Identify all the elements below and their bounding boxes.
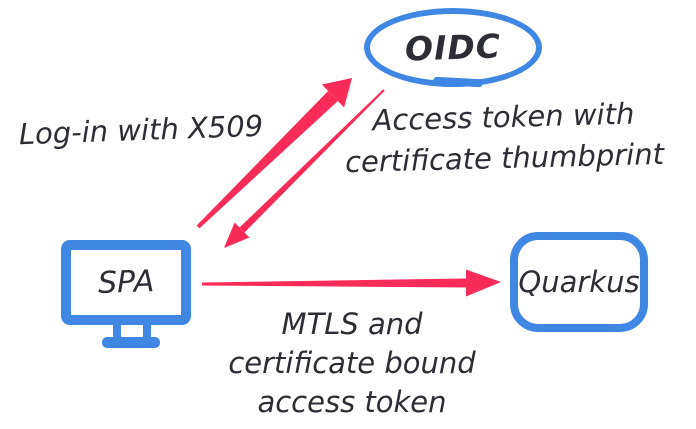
arrow-login-spa-to-oidc — [196, 78, 352, 229]
node-quarkus-label: Quarkus — [518, 265, 640, 299]
arrow-login-shaft — [196, 91, 338, 229]
edge-label-mtls-line3: access token — [257, 385, 447, 419]
arrow-token-shaft — [239, 89, 385, 233]
monitor-stand-neck — [113, 325, 151, 339]
arrow-mtls-shaft — [202, 278, 466, 288]
arrow-login-head — [321, 78, 352, 108]
arrow-token-head — [224, 222, 250, 248]
monitor-stand-base — [102, 337, 160, 348]
edge-label-access-token-line2: certificate thumbprint — [344, 136, 665, 180]
edge-label-mtls: MTLS and certificate bound access token — [217, 305, 487, 422]
edge-label-mtls-line2: certificate bound — [228, 346, 476, 380]
edge-label-mtls-line1: MTLS and — [281, 307, 423, 341]
arrow-mtls-head — [466, 269, 501, 297]
node-quarkus: Quarkus — [510, 232, 648, 332]
node-spa: SPA — [61, 240, 191, 325]
arrow-mtls-spa-to-quarkus — [202, 269, 501, 297]
node-spa-label: SPA — [97, 264, 155, 301]
node-oidc-label: OIDC — [404, 26, 502, 69]
edge-label-access-token: Access token with certificate thumbprint — [337, 93, 671, 184]
node-oidc: OIDC — [364, 8, 542, 87]
arrow-token-oidc-to-spa — [224, 89, 385, 248]
